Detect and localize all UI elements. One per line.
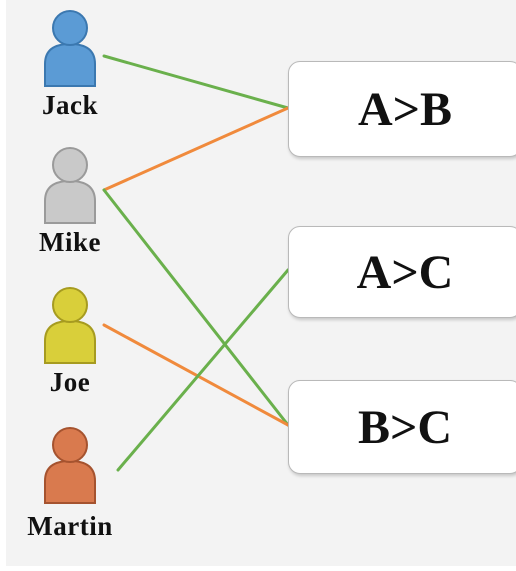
person-icon bbox=[44, 427, 96, 504]
link-mike-to-a-gt-b bbox=[102, 106, 290, 192]
user-mike: Mike bbox=[0, 143, 140, 258]
person-icon bbox=[44, 10, 96, 87]
person-icon bbox=[44, 147, 96, 224]
preference-label: B>C bbox=[357, 400, 453, 454]
preference-box-a-gt-b: A>B bbox=[288, 61, 516, 157]
preference-box-b-gt-c: B>C bbox=[288, 380, 516, 474]
person-icon bbox=[44, 287, 96, 364]
link-jack-to-a-gt-b bbox=[102, 54, 290, 110]
preference-box-a-gt-c: A>C bbox=[288, 226, 516, 318]
preference-label: A>C bbox=[356, 245, 454, 299]
user-name: Martin bbox=[27, 511, 113, 541]
user-name: Joe bbox=[49, 367, 91, 397]
user-jack: Jack bbox=[0, 6, 140, 121]
link-martin-to-a-gt-c bbox=[116, 268, 290, 472]
link-mike-to-b-gt-c bbox=[102, 188, 290, 427]
user-name: Mike bbox=[39, 227, 101, 257]
user-joe: Joe bbox=[0, 283, 140, 398]
link-joe-to-b-gt-c bbox=[102, 323, 290, 427]
preference-label: A>B bbox=[357, 82, 453, 136]
user-martin: Martin bbox=[0, 423, 140, 542]
user-name: Jack bbox=[42, 90, 98, 120]
